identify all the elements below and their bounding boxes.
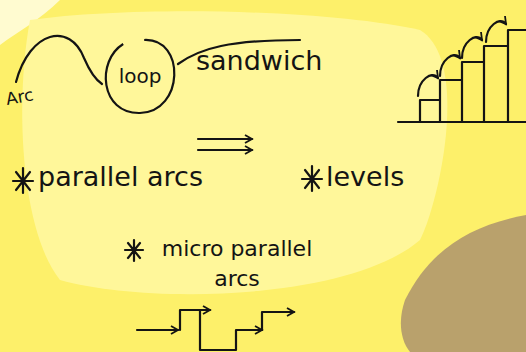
node-text: loop <box>119 64 162 88</box>
levels-label: levels <box>326 162 404 192</box>
micro-arcs-label: micro parallel arcs <box>142 234 332 294</box>
node-text-area: loop <box>98 38 182 114</box>
step-arrow <box>440 55 460 76</box>
asterisk <box>125 240 143 261</box>
loop-circle: loop <box>98 38 182 114</box>
parallel-arcs-label: parallel arcs <box>38 162 203 192</box>
micro-arrow <box>200 310 262 350</box>
step-arrow <box>462 37 482 58</box>
bar-dividers <box>440 46 508 122</box>
asterisk <box>302 166 322 191</box>
micro-arrow <box>180 310 210 330</box>
brown-blob <box>401 215 526 352</box>
micro-arrow <box>137 329 178 331</box>
sandwich-label: sandwich <box>196 46 322 76</box>
arc-curve <box>16 36 102 84</box>
micro-arrow <box>262 312 294 330</box>
asterisk <box>13 168 33 193</box>
loop-outline <box>106 40 175 113</box>
step-arrow <box>486 21 506 42</box>
pale-area <box>22 11 447 294</box>
parallel-arrow <box>198 138 252 140</box>
step-arrow <box>418 75 438 96</box>
parallel-arrow <box>198 149 252 151</box>
